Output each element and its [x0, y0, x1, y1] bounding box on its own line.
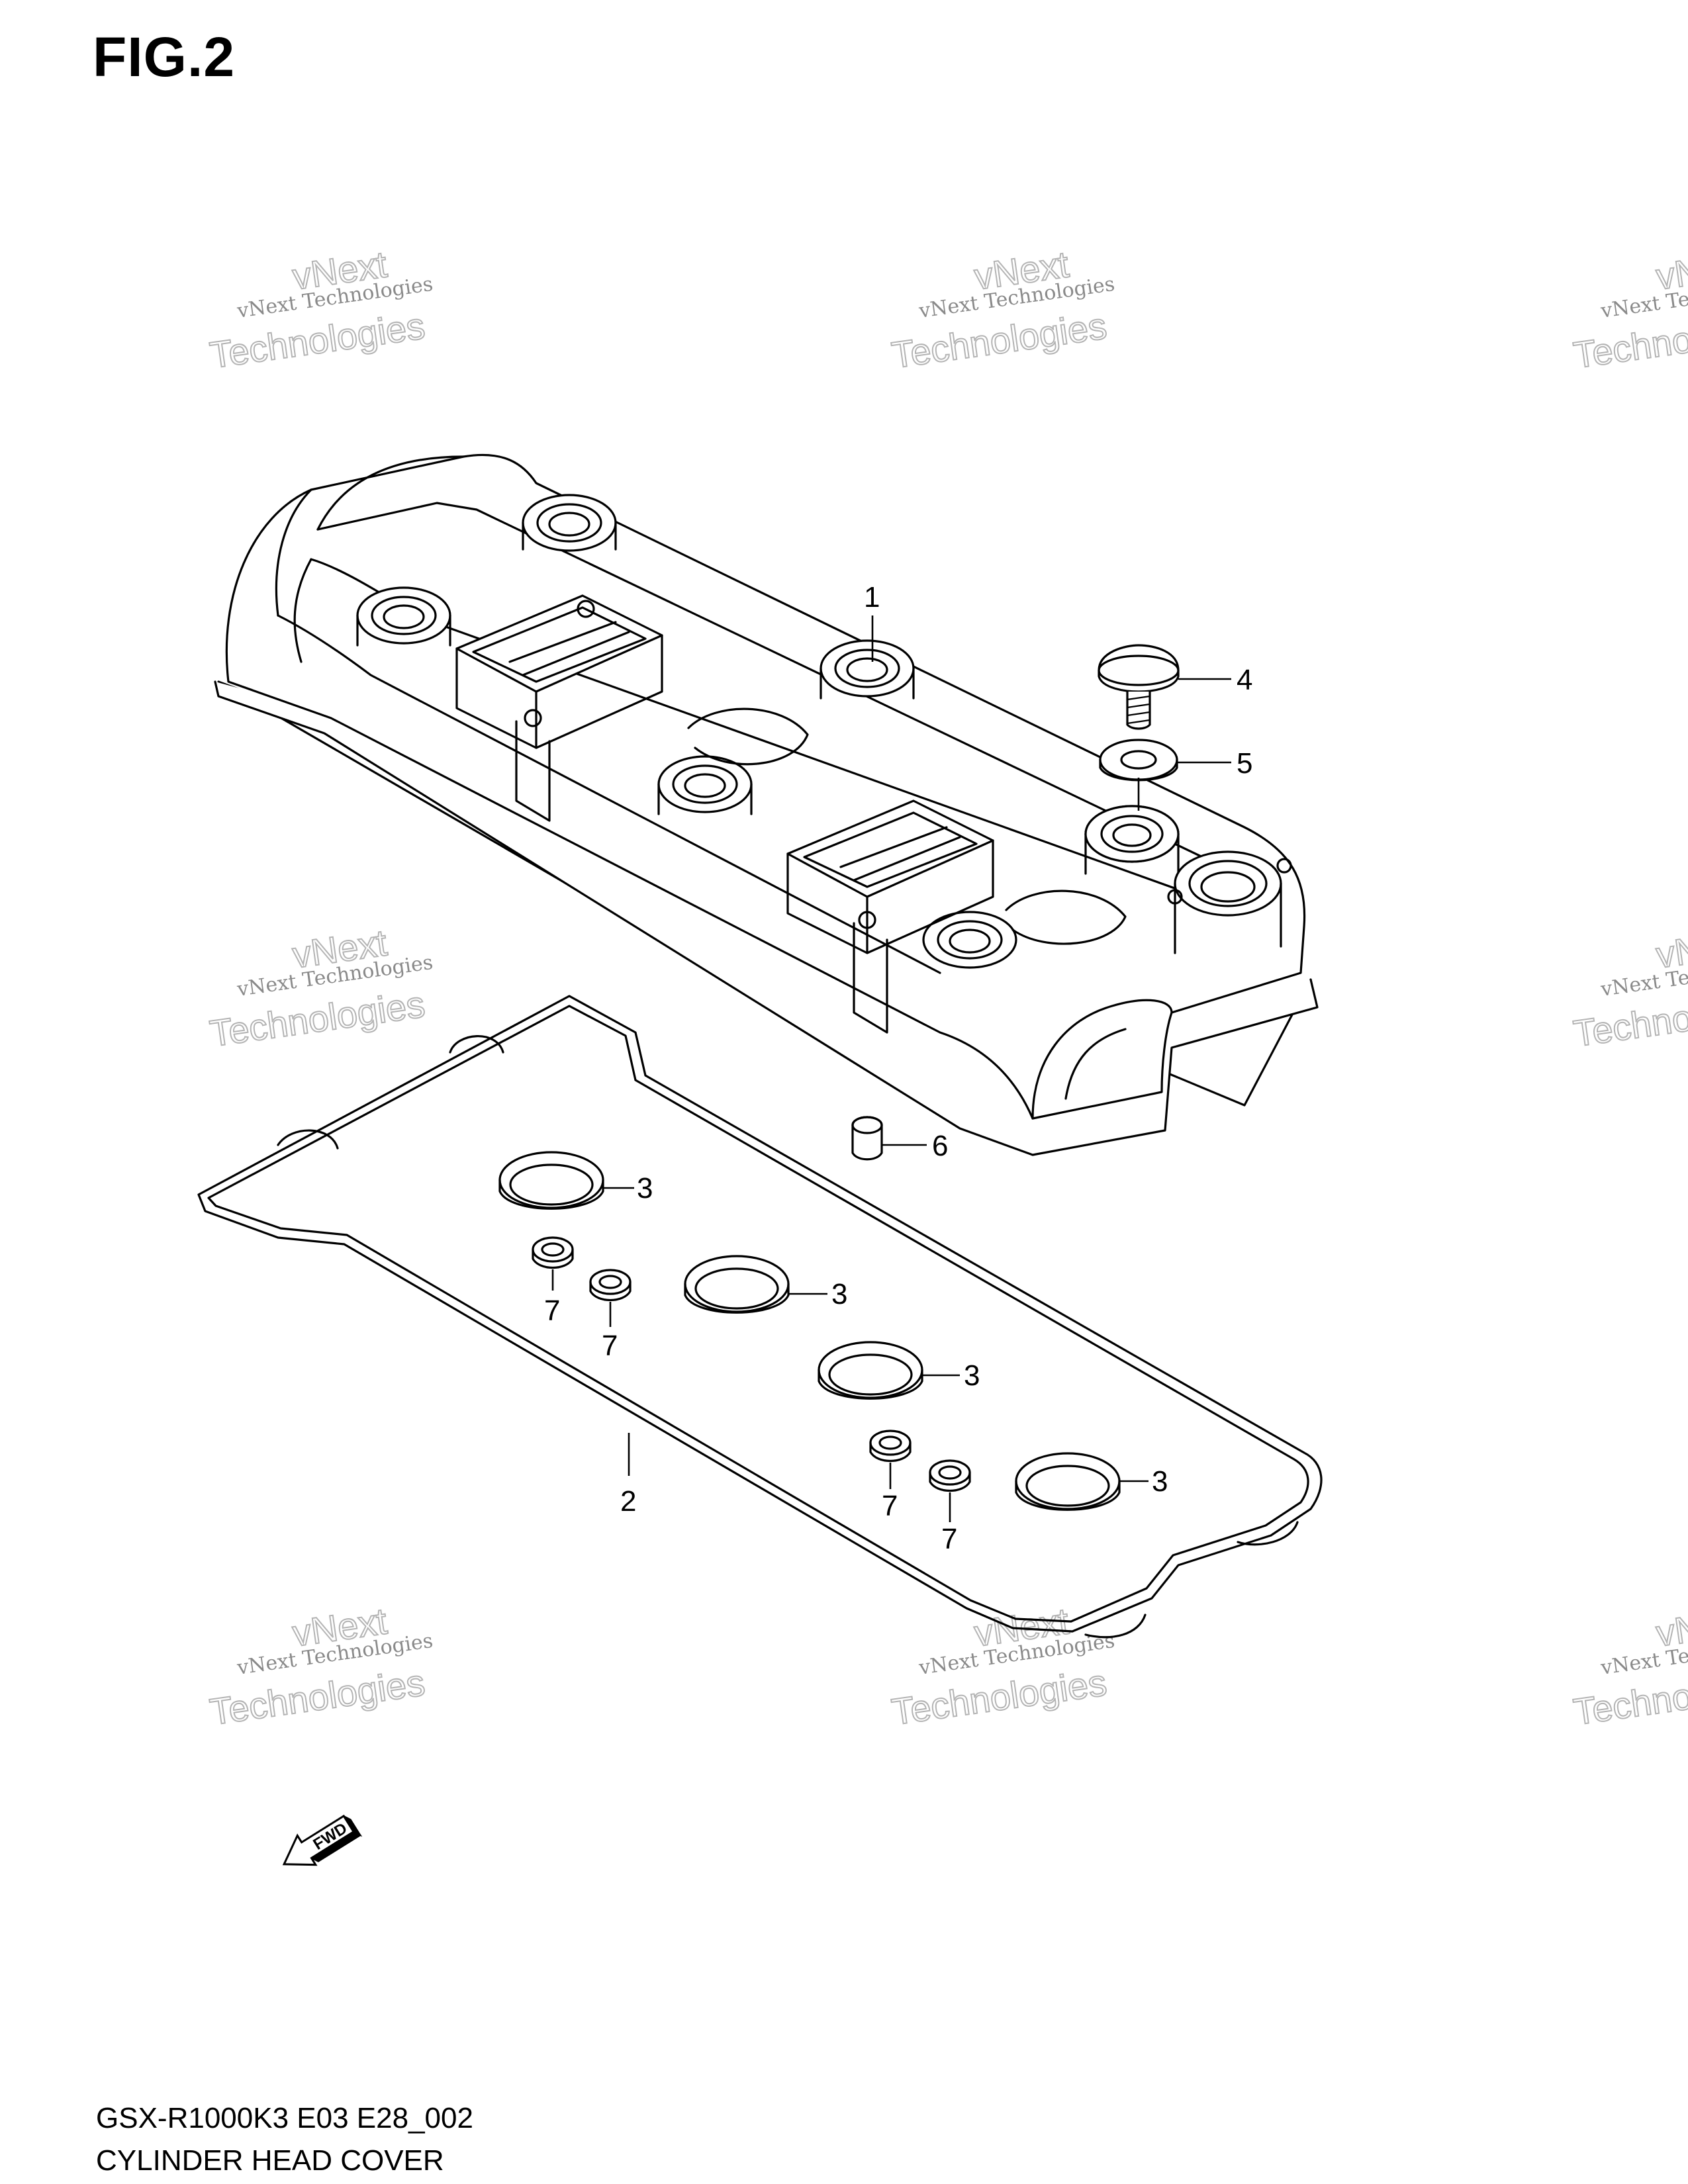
- callout-3: 3: [1152, 1465, 1168, 1498]
- oil-filler-boss: [1167, 850, 1292, 954]
- callout-7: 7: [941, 1523, 957, 1555]
- spark-plug-boss: [820, 639, 915, 700]
- watermark: vNext vNext Technologies Technologies: [1570, 921, 1688, 1055]
- callout-1: 1: [864, 581, 880, 614]
- small-seal: [869, 1430, 912, 1463]
- small-seal: [589, 1269, 632, 1302]
- small-seal: [929, 1459, 971, 1492]
- breather-box: [455, 594, 663, 822]
- callout-4: 4: [1237, 664, 1252, 696]
- spark-plug-boss: [356, 586, 451, 647]
- watermark: vNext vNext Technologies Technologies: [207, 1599, 434, 1733]
- watermark: vNext vNext Technologies Technologies: [1570, 1599, 1688, 1733]
- callout-3: 3: [964, 1359, 980, 1392]
- watermark: vNext vNext Technologies Technologies: [207, 921, 434, 1055]
- callout-5: 5: [1237, 747, 1252, 780]
- dowel-pin: [851, 1116, 883, 1161]
- spark-plug-boss: [922, 911, 1017, 969]
- forward-arrow-icon: FWD: [282, 1814, 363, 1866]
- callout-2: 2: [620, 1485, 636, 1518]
- cover-washer: [1099, 739, 1178, 782]
- plug-hole-seal: [498, 1151, 604, 1210]
- cylinder-head-cover: [214, 453, 1319, 1156]
- plug-hole-seal: [818, 1341, 923, 1400]
- callout-numbers: 1 2 3 3 3 3 4 5 6 7 7 7 7: [544, 581, 1252, 1555]
- plug-hole-seal: [1015, 1452, 1121, 1511]
- breather-box: [786, 799, 994, 1034]
- callout-6: 6: [932, 1130, 948, 1162]
- head-cover-gasket: [197, 995, 1323, 1639]
- part-name: CYLINDER HEAD COVER: [96, 2144, 444, 2177]
- watermark: vNext vNext Technologies Technologies: [207, 242, 434, 377]
- plug-hole-seal: [684, 1255, 790, 1314]
- callout-3: 3: [637, 1172, 653, 1205]
- leader-lines: [551, 615, 1231, 1522]
- callout-3: 3: [831, 1278, 847, 1310]
- cover-bolt: [1098, 644, 1180, 730]
- watermark: vNext vNext Technologies Technologies: [888, 242, 1116, 377]
- figure-title: FIG.2: [93, 26, 236, 88]
- spark-plug-boss: [657, 755, 753, 815]
- callout-7: 7: [882, 1490, 898, 1522]
- small-seal: [532, 1236, 574, 1269]
- spark-plug-boss: [522, 494, 617, 552]
- watermark: vNext vNext Technologies Technologies: [1570, 242, 1688, 377]
- model-code: GSX-R1000K3 E03 E28_002: [96, 2102, 473, 2134]
- callout-7: 7: [602, 1330, 618, 1362]
- callout-7: 7: [544, 1295, 560, 1327]
